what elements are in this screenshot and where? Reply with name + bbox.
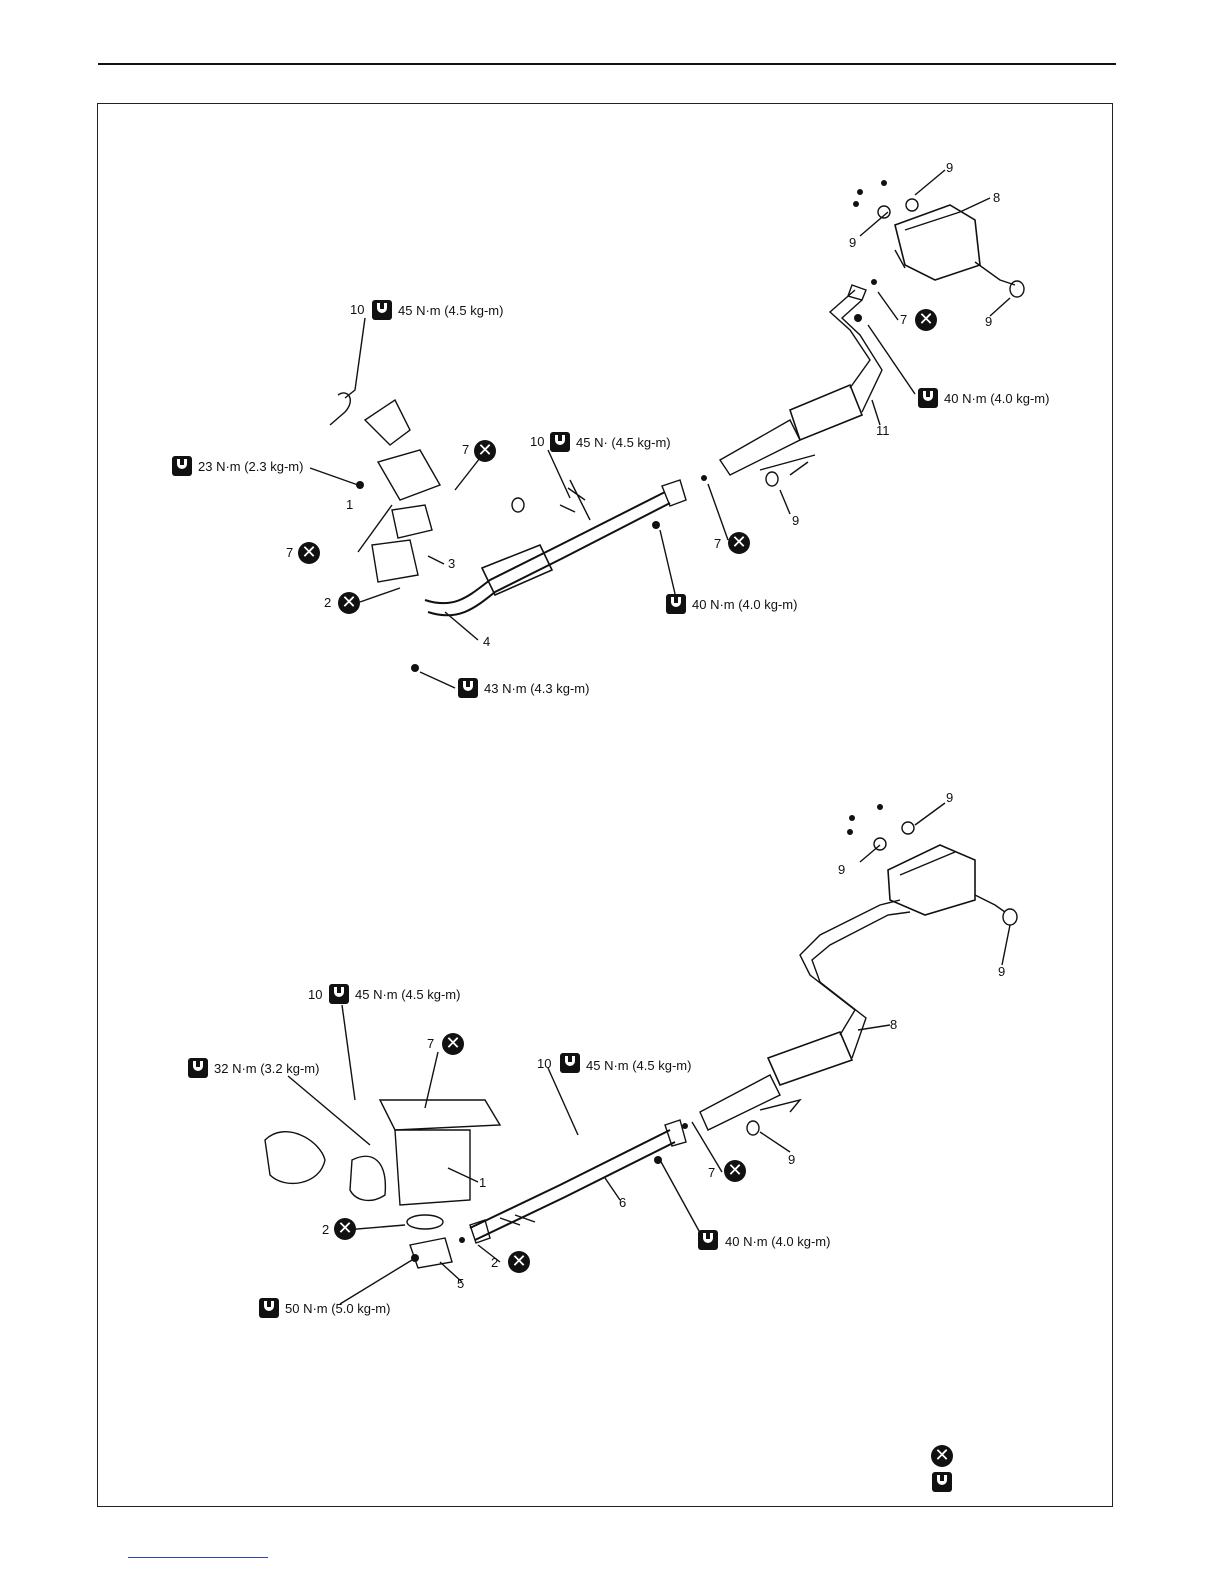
torque-label: 43 N·m (4.3 kg-m) — [484, 681, 589, 697]
torque-label: 45 N·m (4.5 kg-m) — [586, 1058, 691, 1074]
legend-torque-icon — [932, 1472, 952, 1492]
replace-part-icon: ✕ — [474, 440, 496, 462]
callout-9: 9 — [838, 862, 845, 878]
callout-10: 10 — [308, 987, 322, 1003]
replace-part-icon: ✕ — [724, 1160, 746, 1182]
replace-part-icon: ✕ — [442, 1033, 464, 1055]
callout-1: 1 — [346, 497, 353, 513]
torque-wrench-icon — [550, 432, 570, 452]
callout-9: 9 — [998, 964, 1005, 980]
torque-label: 23 N·m (2.3 kg-m) — [198, 459, 303, 475]
torque-wrench-icon — [259, 1298, 279, 1318]
footer-link-underline[interactable] — [128, 1557, 268, 1558]
callout-2: 2 — [322, 1222, 329, 1238]
callout-11: 11 — [876, 423, 890, 439]
replace-part-icon: ✕ — [728, 532, 750, 554]
torque-label: 45 N· (4.5 kg-m) — [576, 435, 671, 451]
replace-part-icon: ✕ — [915, 309, 937, 331]
torque-wrench-icon — [666, 594, 686, 614]
torque-label: 45 N·m (4.5 kg-m) — [355, 987, 460, 1003]
callout-8: 8 — [993, 190, 1000, 206]
torque-wrench-icon — [172, 456, 192, 476]
torque-wrench-icon — [372, 300, 392, 320]
torque-label: 32 N·m (3.2 kg-m) — [214, 1061, 319, 1077]
callout-9: 9 — [792, 513, 799, 529]
torque-wrench-icon — [188, 1058, 208, 1078]
callout-9: 9 — [985, 314, 992, 330]
callout-4: 4 — [483, 634, 490, 650]
callout-8: 8 — [890, 1017, 897, 1033]
replace-part-icon: ✕ — [508, 1251, 530, 1273]
torque-wrench-icon — [698, 1230, 718, 1250]
torque-wrench-icon — [918, 388, 938, 408]
callout-9: 9 — [849, 235, 856, 251]
callout-10: 10 — [530, 434, 544, 450]
callout-9: 9 — [946, 790, 953, 806]
torque-wrench-icon — [329, 984, 349, 1004]
replace-part-icon: ✕ — [338, 592, 360, 614]
torque-label: 50 N·m (5.0 kg-m) — [285, 1301, 390, 1317]
torque-label: 40 N·m (4.0 kg-m) — [692, 597, 797, 613]
callout-7: 7 — [714, 536, 721, 552]
callout-9: 9 — [946, 160, 953, 176]
torque-wrench-icon — [560, 1053, 580, 1073]
callout-6: 6 — [619, 1195, 626, 1211]
callout-9: 9 — [788, 1152, 795, 1168]
callout-10: 10 — [350, 302, 364, 318]
callout-1: 1 — [479, 1175, 486, 1191]
callout-7: 7 — [708, 1165, 715, 1181]
callout-7: 7 — [286, 545, 293, 561]
torque-label: 40 N·m (4.0 kg-m) — [944, 391, 1049, 407]
callout-2: 2 — [491, 1255, 498, 1271]
callout-7: 7 — [462, 442, 469, 458]
callout-2: 2 — [324, 595, 331, 611]
callout-3: 3 — [448, 556, 455, 572]
replace-part-icon: ✕ — [298, 542, 320, 564]
callout-5: 5 — [457, 1276, 464, 1292]
callout-10: 10 — [537, 1056, 551, 1072]
replace-part-icon: ✕ — [334, 1218, 356, 1240]
legend-replace-icon: ✕ — [931, 1445, 953, 1467]
torque-label: 45 N·m (4.5 kg-m) — [398, 303, 503, 319]
torque-label: 40 N·m (4.0 kg-m) — [725, 1234, 830, 1250]
callout-7: 7 — [427, 1036, 434, 1052]
callout-7: 7 — [900, 312, 907, 328]
torque-wrench-icon — [458, 678, 478, 698]
